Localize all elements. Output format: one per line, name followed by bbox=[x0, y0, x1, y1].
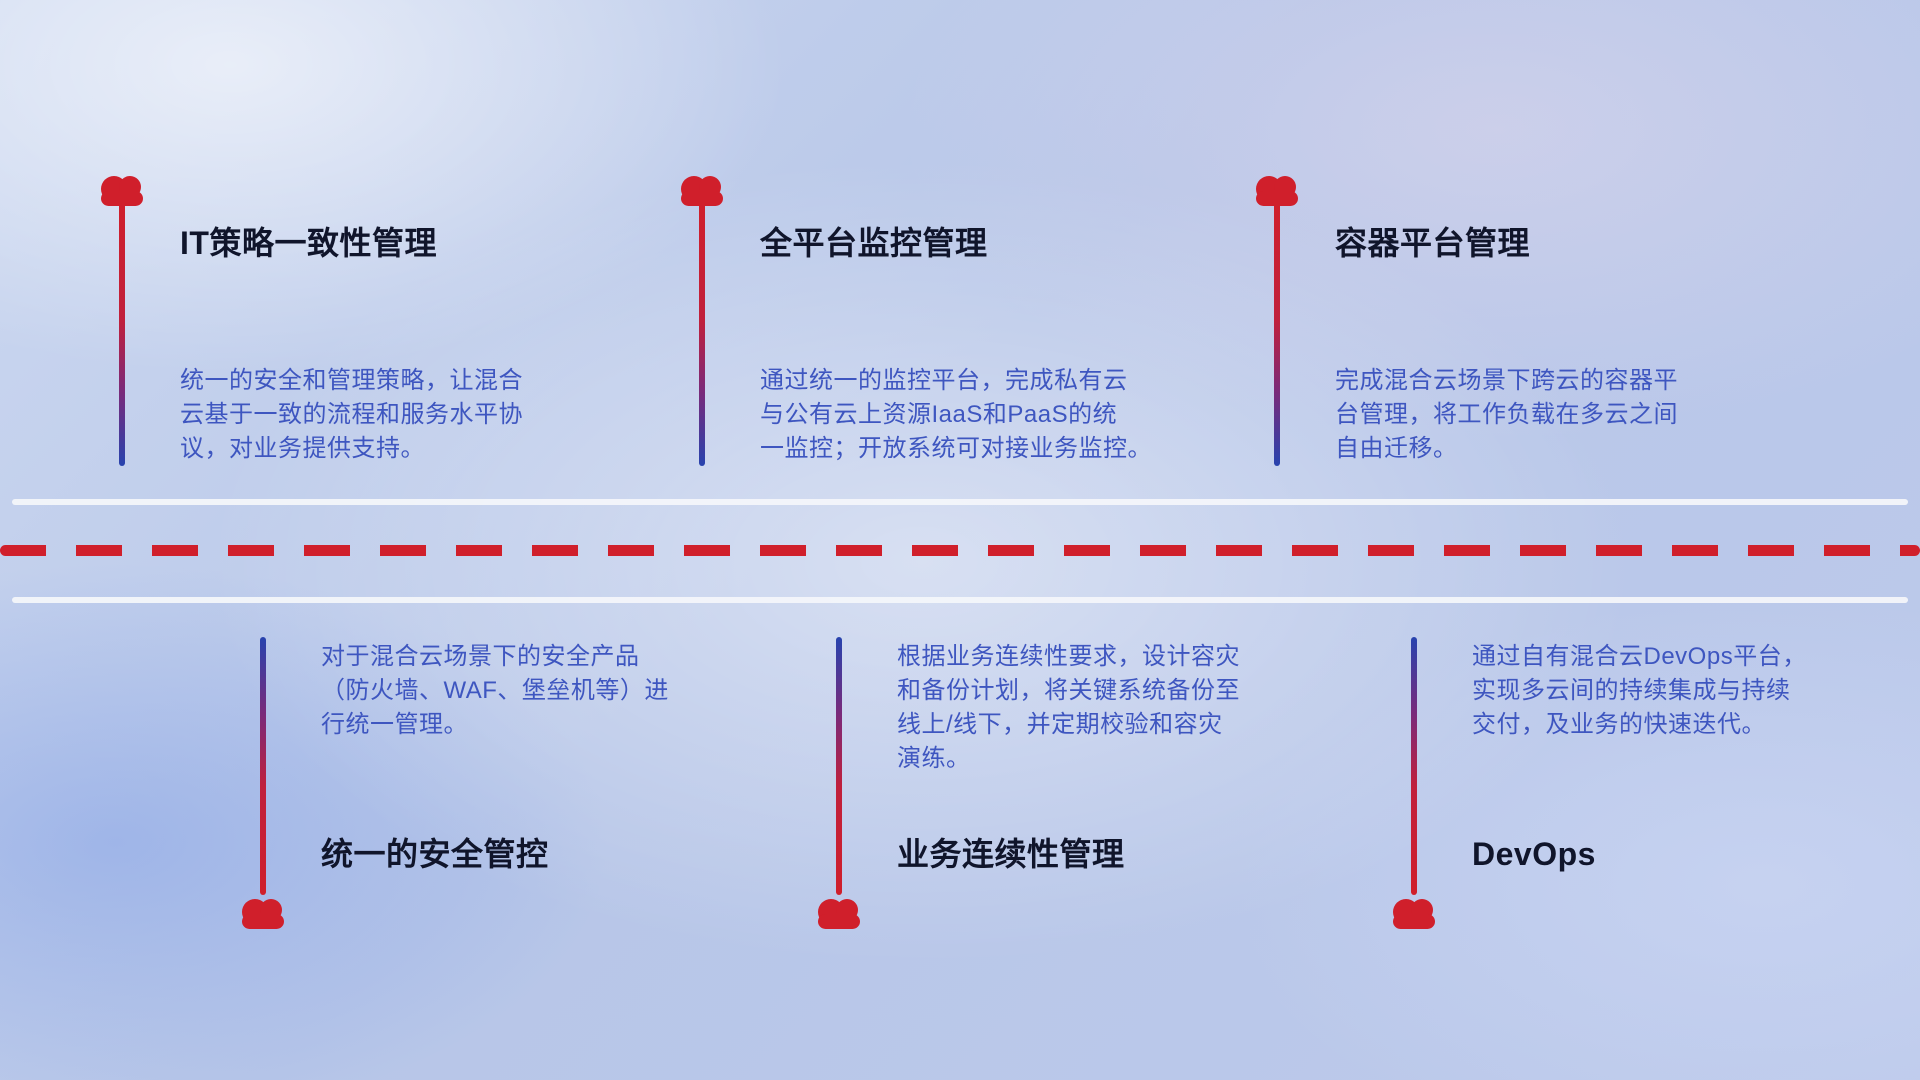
item-title: 容器平台管理 bbox=[1335, 225, 1531, 261]
cloud-icon bbox=[811, 891, 867, 931]
item-title: 业务连续性管理 bbox=[897, 836, 1125, 872]
divider-dashed-line bbox=[0, 545, 1920, 556]
cloud-icon bbox=[674, 168, 730, 208]
timeline-stick bbox=[119, 202, 125, 466]
item-description: 通过统一的监控平台，完成私有云 与公有云上资源IaaS和PaaS的统 一监控；开… bbox=[760, 367, 1152, 462]
item-title: 统一的安全管控 bbox=[321, 836, 549, 872]
item-description: 根据业务连续性要求，设计容灾 和备份计划，将关键系统备份至 线上/线下，并定期校… bbox=[897, 643, 1240, 772]
cloud-icon bbox=[1386, 891, 1442, 931]
item-description: 完成混合云场景下跨云的容器平 台管理，将工作负载在多云之间 自由迁移。 bbox=[1335, 367, 1678, 462]
timeline-stick bbox=[1411, 637, 1417, 895]
cloud-icon bbox=[1249, 168, 1305, 208]
item-title: IT策略一致性管理 bbox=[180, 225, 437, 261]
cloud-icon bbox=[94, 168, 150, 208]
divider-line-top bbox=[12, 499, 1908, 505]
item-description: 统一的安全和管理策略，让混合 云基于一致的流程和服务水平协 议，对业务提供支持。 bbox=[180, 367, 523, 462]
timeline-stick bbox=[260, 637, 266, 895]
cloud-icon bbox=[235, 891, 291, 931]
timeline-stick bbox=[1274, 202, 1280, 466]
item-description: 对于混合云场景下的安全产品 （防火墙、WAF、堡垒机等）进 行统一管理。 bbox=[321, 643, 669, 738]
timeline-stick bbox=[836, 637, 842, 895]
timeline-stick bbox=[699, 202, 705, 466]
item-description: 通过自有混合云DevOps平台， 实现多云间的持续集成与持续 交付，及业务的快速… bbox=[1472, 643, 1807, 738]
divider-line-bottom bbox=[12, 597, 1908, 603]
item-title: 全平台监控管理 bbox=[760, 225, 988, 261]
item-title: DevOps bbox=[1472, 836, 1596, 872]
